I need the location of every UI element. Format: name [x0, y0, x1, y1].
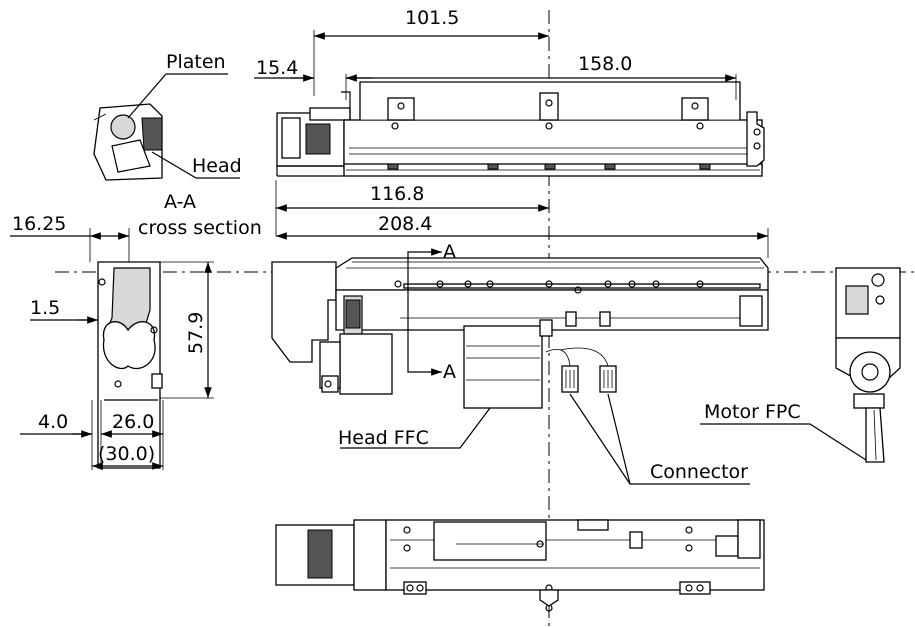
label-head: Head — [192, 155, 242, 177]
dim-15-4: 15.4 — [256, 57, 298, 79]
dim-208-4: 208.4 — [378, 213, 432, 235]
label-head-ffc: Head FFC — [338, 427, 429, 449]
label-motor-fpc: Motor FPC — [704, 401, 801, 423]
leader-lines — [127, 73, 867, 485]
left-side-view — [97, 261, 163, 469]
dim-4-0: 4.0 — [38, 411, 68, 433]
cross-section-aa — [93, 103, 163, 181]
dimension-lines — [10, 30, 769, 470]
dim-57-9: 57.9 — [185, 312, 207, 354]
dim-1-5: 1.5 — [30, 297, 60, 319]
label-section-aa: A-A — [164, 191, 196, 213]
middle-view — [271, 248, 769, 409]
label-platen: Platen — [166, 51, 226, 73]
top-view — [276, 81, 765, 177]
dim-116-8: 116.8 — [370, 183, 424, 205]
label-cross-section: cross section — [138, 217, 262, 239]
label-connector: Connector — [650, 461, 748, 483]
bottom-view — [275, 519, 765, 612]
dim-158-0: 158.0 — [578, 53, 632, 75]
right-side-view — [835, 267, 901, 463]
dim-101-5: 101.5 — [405, 7, 459, 29]
dim-30-0: (30.0) — [98, 443, 155, 465]
dim-16-25: 16.25 — [12, 213, 66, 235]
label-section-mark-bottom: A — [443, 361, 456, 383]
label-section-mark-top: A — [443, 241, 456, 263]
text-labels: 101.5 15.4 158.0 116.8 208.4 16.25 1.5 5… — [12, 7, 801, 483]
dim-26-0: 26.0 — [112, 411, 154, 433]
